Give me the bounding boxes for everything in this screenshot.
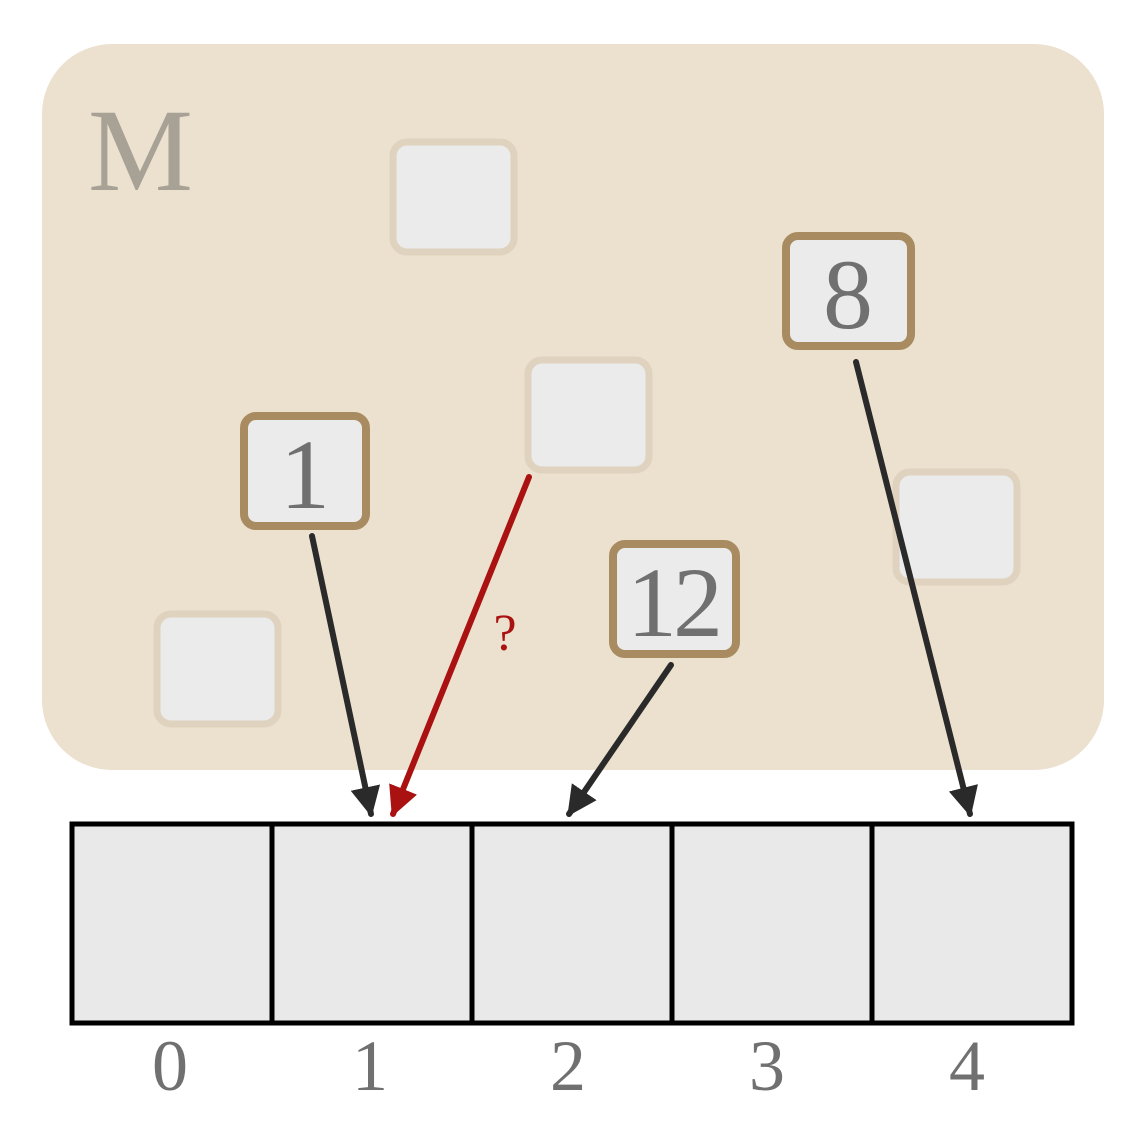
key-box-12 [609,540,740,658]
array-index-1: 1 [352,1026,388,1106]
array-cell-4 [869,821,1075,1026]
arrow-key-12-to-slot-2 [566,662,674,817]
arrow-key-8-to-slot-4 [853,359,978,817]
array-index-3: 3 [749,1026,785,1106]
faded-element-box [892,468,1021,586]
faded-element-box [389,138,518,256]
array-cell-3 [669,821,875,1026]
key-12-label: 12 [627,547,719,658]
array-cell-0 [69,821,275,1026]
set-m-label: M [88,85,193,216]
key-8-label: 8 [823,239,873,350]
uncertain-arrow-label: ? [493,605,516,662]
arrow-uncertain-to-slot-1 [389,474,532,817]
array-cell-1 [269,821,475,1026]
key-1-label: 1 [280,419,330,530]
faded-element-box [153,610,282,728]
array-cell-2 [469,821,675,1026]
faded-element-box [524,356,653,474]
array-index-2: 2 [550,1026,586,1106]
array-index-4: 4 [949,1026,985,1106]
key-box-8 [782,232,915,350]
hash-array [69,821,1075,1026]
array-index-0: 0 [152,1026,188,1106]
key-box-1 [240,412,370,530]
arrow-key-1-to-slot-1 [309,533,381,817]
